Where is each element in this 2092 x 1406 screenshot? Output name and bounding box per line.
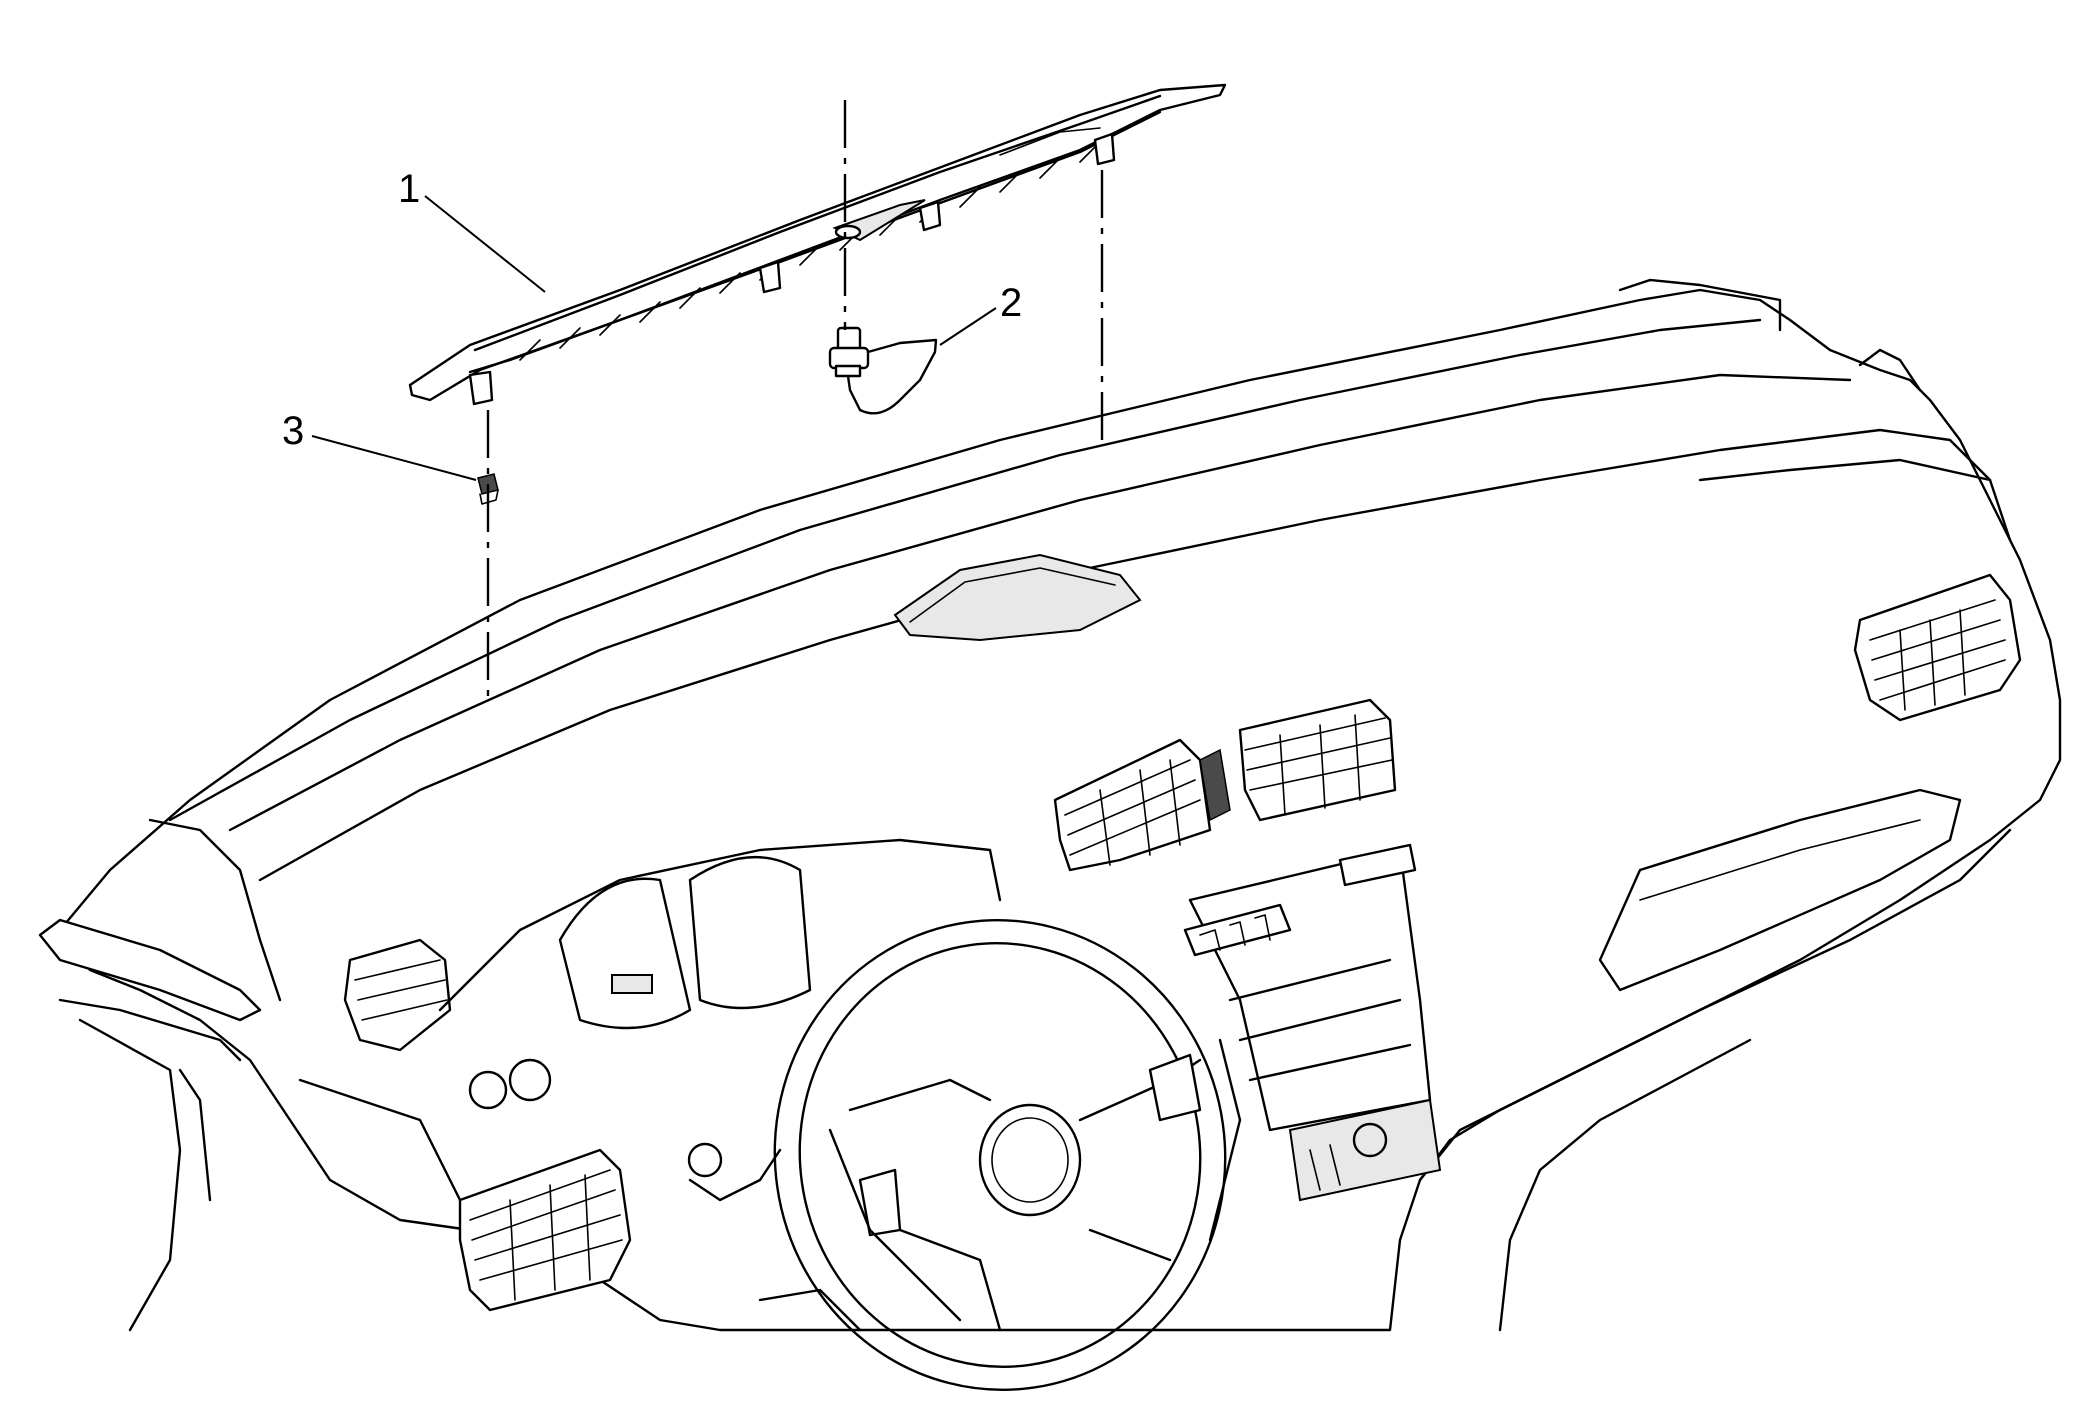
instrument-cluster (438, 838, 1002, 1110)
defroster-grille-part-1 (408, 83, 1227, 406)
assembly-centerlines (486, 100, 1104, 700)
callout-2: 2 (939, 281, 1022, 346)
callout-1: 1 (398, 167, 546, 293)
steering-wheel (687, 918, 1242, 1392)
center-vent-right (1199, 698, 1397, 822)
right-side-vent (1853, 573, 2022, 722)
radio-stack (1183, 843, 1442, 1202)
callout-3: 3 (282, 409, 477, 481)
center-vent-left (1053, 738, 1212, 872)
svg-text:1: 1 (398, 167, 420, 211)
left-side-vent (343, 938, 452, 1052)
svg-text:3: 3 (282, 409, 304, 453)
sensor-part-2 (828, 326, 938, 415)
svg-text:2: 2 (1000, 281, 1022, 325)
lower-left-vent (458, 1148, 632, 1312)
